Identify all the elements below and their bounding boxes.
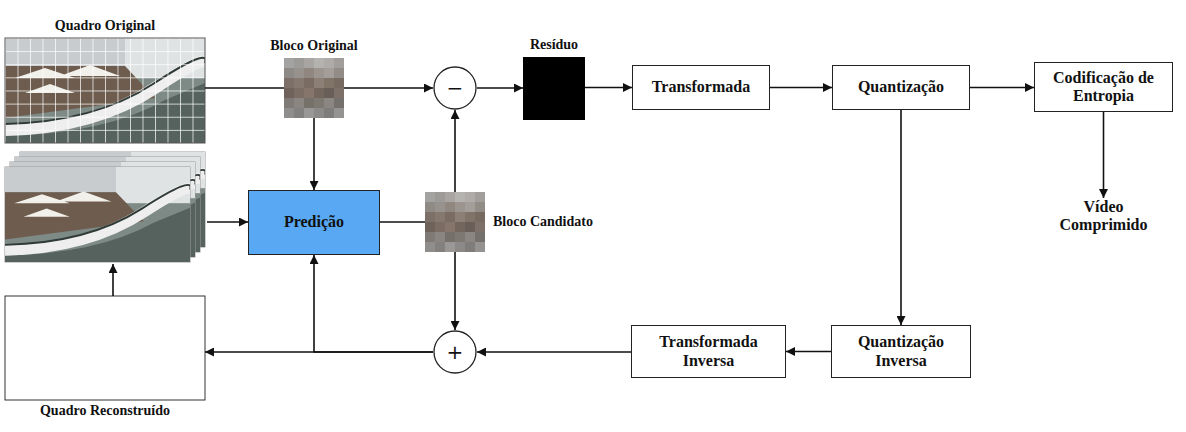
block-grid: [5, 38, 205, 143]
flow-arrow: [477, 87, 523, 89]
reference-arrow: [112, 264, 114, 296]
candidate-block: Bloco Candidato: [425, 192, 485, 252]
reference-arrow: [207, 221, 248, 223]
residual-block: Resíduo: [523, 57, 585, 120]
reconstructed-frame-photo: [5, 296, 206, 400]
flow-arrow: [1103, 112, 1105, 198]
node-text: Transformada Inversa: [638, 333, 779, 370]
node-text: Quantização: [858, 78, 944, 96]
process-box: Transformada: [632, 65, 770, 110]
flow-arrow: [454, 252, 456, 330]
flow-arrow: [477, 351, 631, 353]
node-text: +: [447, 342, 464, 362]
subtract-junction: −: [433, 66, 477, 110]
original-block: Bloco Original: [284, 58, 344, 118]
frame-border: [5, 296, 205, 400]
node-text: Predição: [284, 213, 344, 231]
reconstructed-frame: Quadro Reconstruído: [5, 296, 205, 400]
node-text: Quantização Inversa: [838, 333, 964, 370]
node-text: Vídeo Comprimido: [1048, 198, 1159, 235]
flow-arrow: [770, 87, 832, 89]
reference-frame-photo: [5, 167, 191, 262]
node-label: Bloco Original: [270, 38, 358, 54]
reconstructed-frame-ground: [5, 296, 205, 400]
flow-arrow: [344, 87, 433, 89]
add-junction: +: [433, 330, 477, 374]
node-text: Transformada: [652, 78, 750, 96]
flow-arrow: [786, 351, 831, 353]
block-grid: [5, 296, 205, 400]
flow-arrow: [313, 118, 315, 190]
process-box: Codificação de Entropia: [1034, 62, 1173, 112]
node-text: Codificação de Entropia: [1041, 69, 1166, 106]
flow-arrow: [314, 255, 433, 352]
flow-arrow: [205, 87, 284, 89]
flow-arrow: [970, 87, 1034, 89]
process-box: Quantização: [832, 65, 970, 110]
node-label: Quadro Reconstruído: [40, 403, 170, 419]
original-frame: Quadro Original: [5, 38, 205, 143]
process-box: Quantização Inversa: [831, 325, 971, 378]
node-label: Resíduo: [530, 37, 578, 53]
output-label: Vídeo Comprimido: [1048, 198, 1159, 237]
node-label: Bloco Candidato: [493, 214, 593, 230]
process-box: Transformada Inversa: [631, 325, 786, 378]
flow-arrow: [585, 87, 632, 89]
node-text: −: [447, 78, 464, 98]
flow-arrow: [454, 110, 456, 192]
node-label: Quadro Original: [55, 18, 155, 34]
candidate-block-pixels: [425, 192, 485, 252]
original-block-pixels: [284, 58, 344, 118]
original-frame-photo: [5, 38, 206, 143]
junction-outline: [434, 331, 476, 373]
frame-border: [5, 38, 205, 143]
flow-arrow: [900, 110, 902, 325]
junction-outline: [434, 67, 476, 109]
flow-arrow: [380, 221, 425, 223]
prediction-box: Predição: [248, 190, 380, 255]
